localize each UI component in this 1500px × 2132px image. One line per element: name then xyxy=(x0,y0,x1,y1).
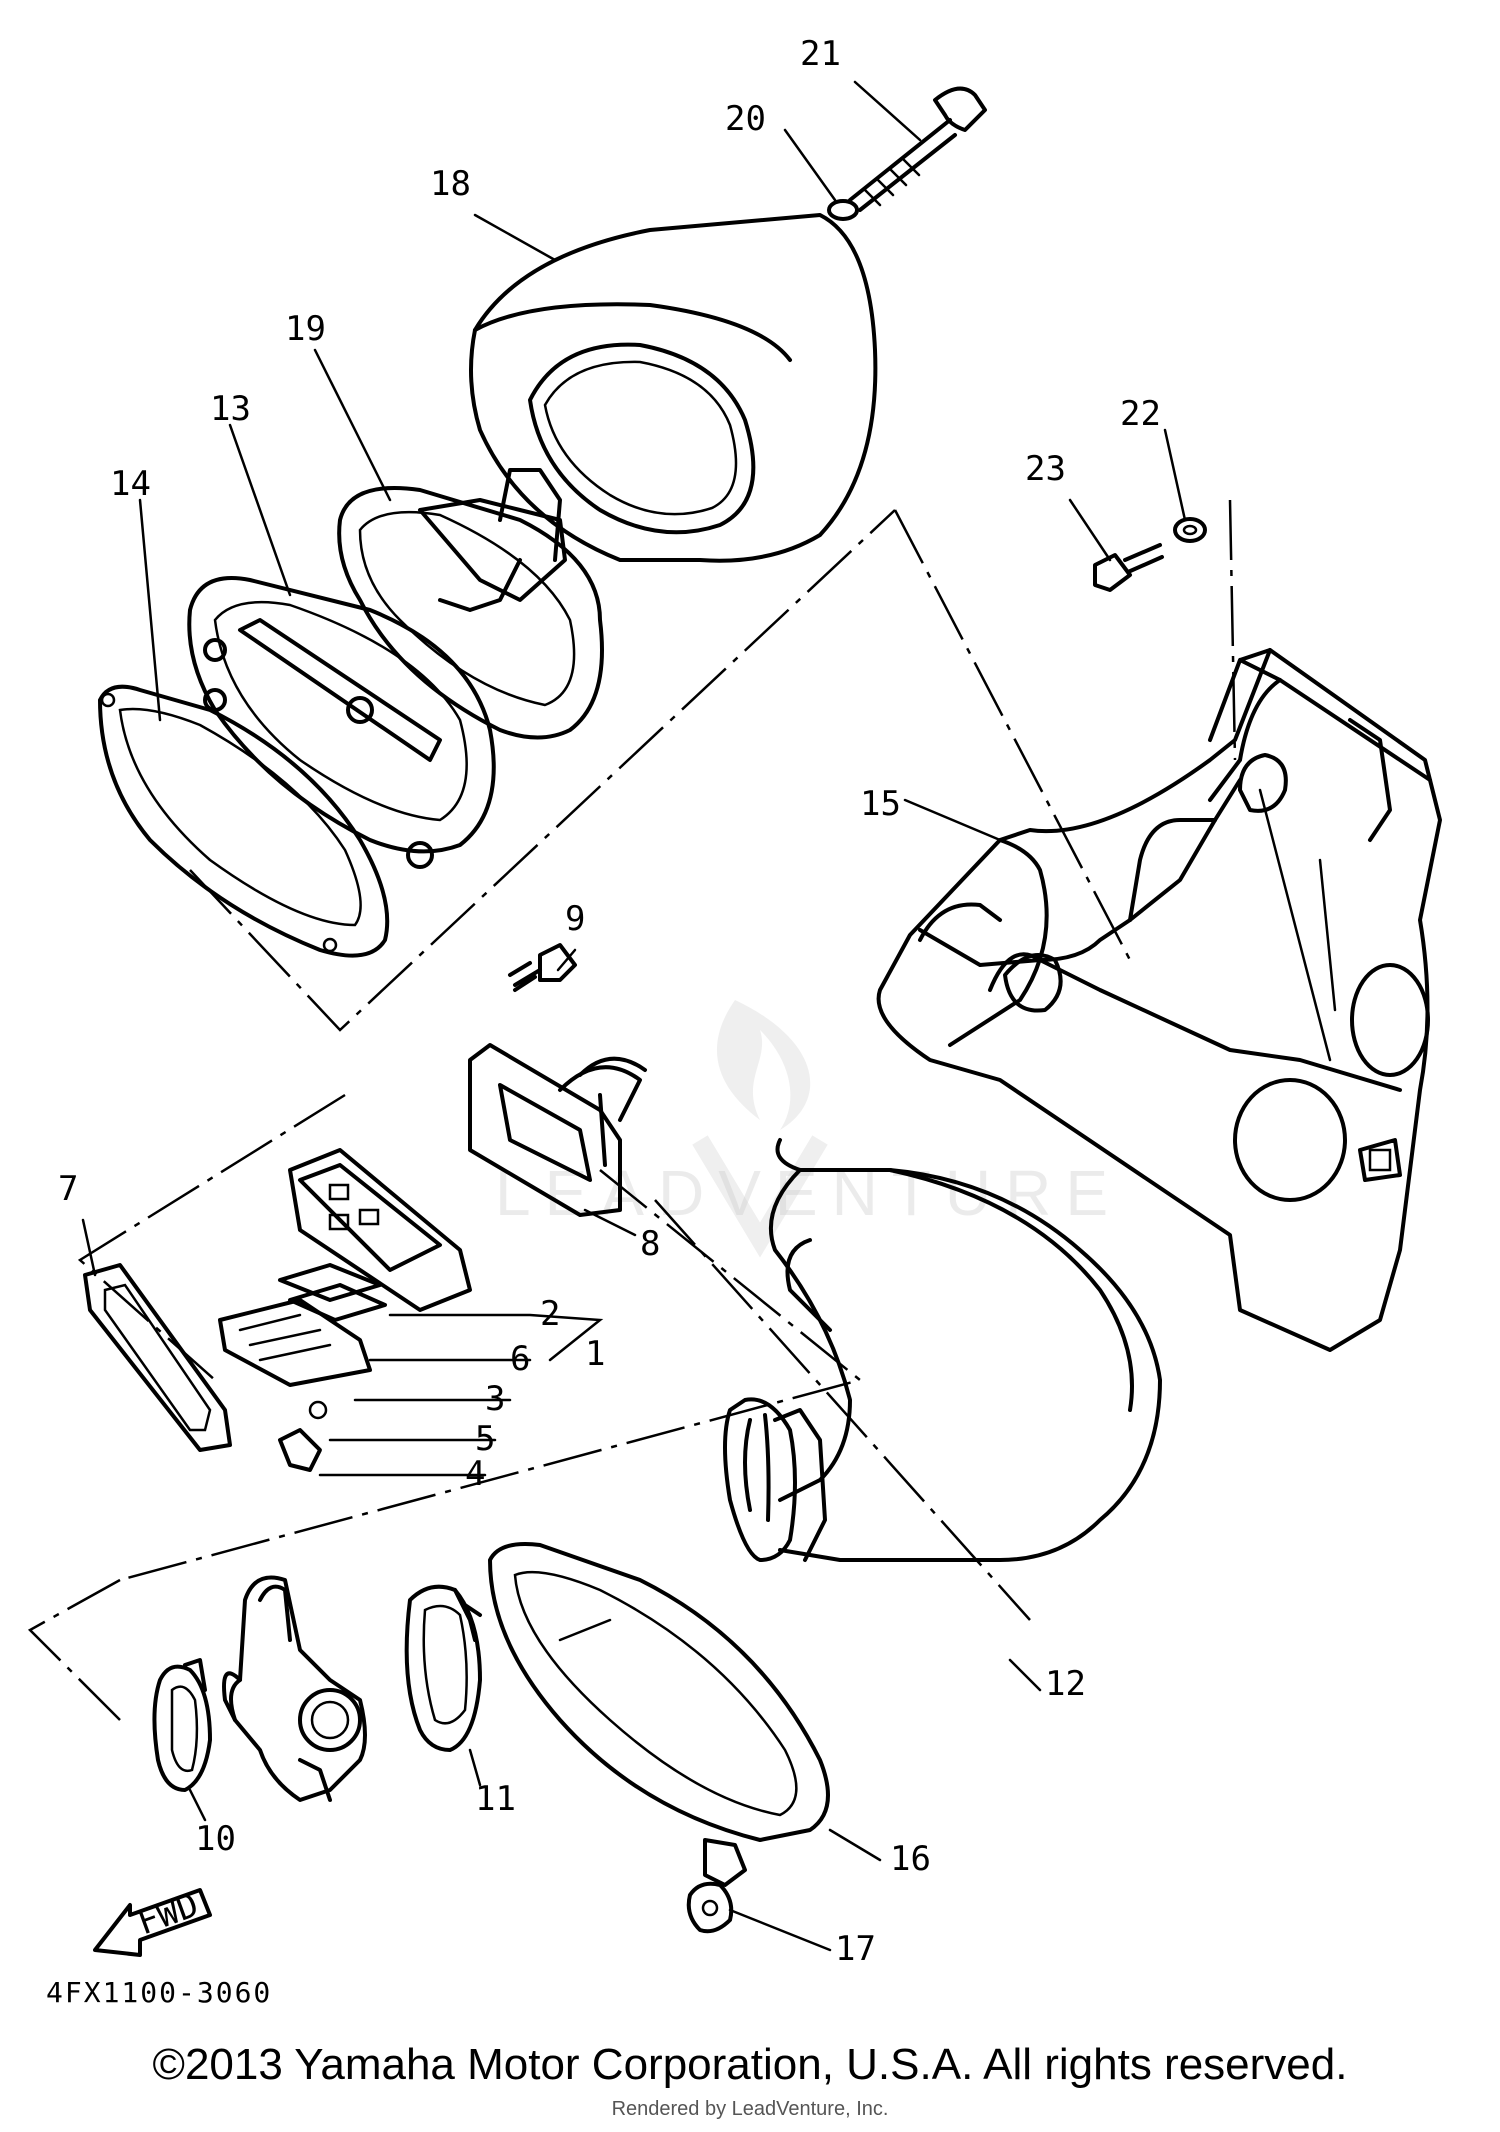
joint-clamp xyxy=(404,1584,482,1752)
assembly-guide-lines xyxy=(27,499,1237,1721)
callout-5: 5 xyxy=(475,1419,495,1459)
gasket xyxy=(98,684,390,958)
fwd-label: FWD xyxy=(132,1885,203,1944)
watermark: LEADVENTURE xyxy=(495,1000,1108,1258)
forward-arrow-icon: FWD xyxy=(93,1885,212,1957)
callout-numbers: 1 2 3 4 5 6 7 8 9 10 11 12 13 14 15 16 1… xyxy=(58,34,1161,1969)
nut-17 xyxy=(686,1881,734,1934)
callout-10: 10 xyxy=(195,1819,236,1859)
joint-gasket xyxy=(488,1542,830,1887)
carburetor xyxy=(222,1575,367,1802)
carburetor-clamp xyxy=(152,1658,212,1792)
callout-9: 9 xyxy=(565,899,585,939)
callout-17: 17 xyxy=(835,1929,876,1969)
callout-16: 16 xyxy=(890,1839,931,1879)
washer-20 xyxy=(827,199,859,221)
callout-19: 19 xyxy=(285,309,326,349)
renderer-credit: Rendered by LeadVenture, Inc. xyxy=(611,2098,889,2120)
callout-3: 3 xyxy=(485,1379,505,1419)
carburetor-joint xyxy=(468,1043,647,1217)
callout-11: 11 xyxy=(475,1779,516,1819)
callout-13: 13 xyxy=(210,389,251,429)
callout-8: 8 xyxy=(640,1224,660,1264)
callout-6: 6 xyxy=(510,1339,530,1379)
callout-14: 14 xyxy=(110,464,151,504)
air-filter-element xyxy=(469,213,878,563)
callout-1: 1 xyxy=(585,1334,605,1374)
copyright-notice: ©2013 Yamaha Motor Corporation, U.S.A. A… xyxy=(152,2040,1348,2089)
callout-18: 18 xyxy=(430,164,471,204)
callout-4: 4 xyxy=(465,1454,485,1494)
bolt-9 xyxy=(508,943,577,992)
callout-20: 20 xyxy=(725,99,766,139)
reed-gasket xyxy=(83,1263,232,1452)
callout-23: 23 xyxy=(1025,449,1066,489)
reed-valve-assembly xyxy=(218,1148,472,1472)
bolt-23 xyxy=(1093,543,1164,592)
air-filter-case xyxy=(876,648,1442,1352)
leader-lines xyxy=(81,80,1187,1952)
air-filter-joint xyxy=(723,1138,1162,1562)
callout-12: 12 xyxy=(1045,1664,1086,1704)
callout-22: 22 xyxy=(1120,394,1161,434)
wing-bolt-21 xyxy=(848,86,987,212)
callout-21: 21 xyxy=(800,34,841,74)
callout-15: 15 xyxy=(860,784,901,824)
callout-7: 7 xyxy=(58,1169,78,1209)
diagram-code: 4FX1100-3060 xyxy=(46,1976,273,2009)
callout-2: 2 xyxy=(540,1294,560,1334)
washer-22 xyxy=(1173,517,1207,543)
